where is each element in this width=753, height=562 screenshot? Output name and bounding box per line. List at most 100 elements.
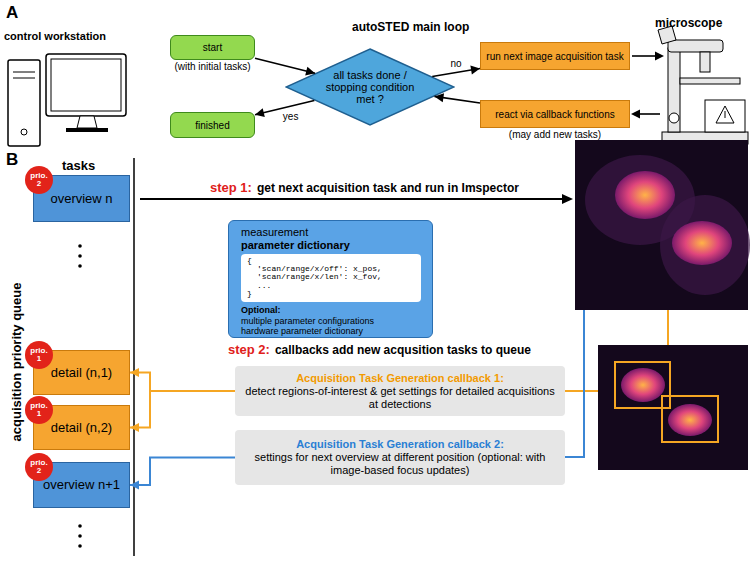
node-text: ... bbox=[247, 282, 415, 290]
step-text: get next acquisition task and run in Ims… bbox=[257, 181, 519, 195]
node-text: react via callback functions bbox=[491, 109, 619, 120]
arm bbox=[668, 40, 723, 52]
node-text: (with initial tasks) bbox=[174, 61, 250, 72]
node-text: multiple parameter configurations bbox=[241, 316, 374, 326]
node-text: Optional: bbox=[241, 305, 281, 315]
task-box: detail (n,2)prio. 1 bbox=[33, 405, 130, 450]
task-box: detail (n,1)prio. 1 bbox=[33, 350, 130, 395]
monitor bbox=[46, 54, 126, 116]
section-heading: microscope bbox=[655, 16, 722, 30]
node-text: { bbox=[247, 257, 415, 265]
task-box: overview n+1prio. 2 bbox=[33, 462, 130, 508]
node-text: all tasks done / stopping condition met … bbox=[320, 69, 420, 105]
node-text: settings for next overview at different … bbox=[235, 451, 565, 477]
node-text: } bbox=[247, 290, 415, 298]
node-text: run next image acquisition task bbox=[482, 51, 627, 62]
pillar bbox=[668, 48, 680, 132]
step-text: callbacks add new acqusition tasks to qu… bbox=[275, 343, 531, 357]
node-text: overview n bbox=[50, 192, 112, 206]
priority-badge: prio. 2 bbox=[25, 166, 53, 194]
node-text: finished bbox=[191, 120, 233, 131]
arrow-line bbox=[140, 198, 563, 200]
connector-line bbox=[434, 96, 480, 103]
callback-box: Acquisition Task Generation callback 1:d… bbox=[235, 366, 565, 416]
detection-image bbox=[598, 345, 748, 470]
arrow-head bbox=[130, 481, 139, 490]
arrow-head bbox=[562, 194, 573, 204]
focus-knob bbox=[669, 113, 679, 123]
node-text: hardware parameter dictionary bbox=[241, 326, 363, 336]
node-text: measurement bbox=[241, 226, 308, 238]
arrow-head bbox=[434, 93, 444, 102]
screen bbox=[51, 59, 121, 111]
connector bbox=[434, 93, 480, 103]
arrow-head bbox=[130, 368, 139, 377]
dot bbox=[78, 544, 82, 548]
node-text: detail (n,1) bbox=[51, 366, 112, 380]
connector-line bbox=[667, 310, 669, 345]
connector-line bbox=[130, 458, 235, 486]
connector-line bbox=[255, 58, 315, 73]
node-text: Acquisition Task Generation callback 2: bbox=[296, 438, 504, 451]
node-text: Acquisition Task Generation callback 1: bbox=[296, 372, 504, 385]
connector bbox=[130, 391, 235, 432]
image-connectors bbox=[565, 310, 668, 457]
connector bbox=[255, 58, 315, 75]
code-box: {'scan/range/x/off': x_pos,'scan/range/x… bbox=[241, 254, 421, 302]
panel-letter: B bbox=[6, 150, 18, 170]
node-text: prio. 2 bbox=[29, 172, 49, 188]
queue-separator bbox=[133, 158, 135, 556]
arrow-line bbox=[632, 55, 656, 57]
node-text: prio. 1 bbox=[29, 402, 49, 418]
node-text: (may add new tasks) bbox=[509, 129, 601, 140]
priority-badge: prio. 2 bbox=[25, 453, 53, 481]
dot bbox=[78, 244, 82, 248]
monitor-base bbox=[66, 128, 108, 132]
connector-line bbox=[130, 373, 235, 392]
tower bbox=[8, 60, 40, 146]
arrow-head bbox=[130, 423, 139, 432]
node-text: detail (n,2) bbox=[51, 421, 112, 435]
text-row: step 1:get next acquisition task and run… bbox=[210, 180, 519, 195]
cell bbox=[660, 195, 750, 295]
start-box: start(with initial tasks) bbox=[170, 35, 255, 60]
connector bbox=[130, 368, 235, 391]
connector-line bbox=[130, 391, 235, 428]
monitor-stand bbox=[77, 116, 97, 128]
dot bbox=[78, 264, 82, 268]
objective bbox=[700, 52, 710, 72]
step-number: step 2: bbox=[228, 342, 270, 357]
node-text: parameter dictionary bbox=[241, 239, 350, 251]
nucleus bbox=[615, 171, 675, 219]
node-text: start bbox=[199, 42, 226, 53]
dot bbox=[78, 534, 82, 538]
connector-line bbox=[565, 310, 584, 457]
drive-slot bbox=[13, 78, 35, 79]
arrow-head bbox=[305, 67, 315, 76]
connector bbox=[130, 458, 235, 490]
arrow-head bbox=[470, 66, 480, 75]
task-box: overview nprio. 2 bbox=[33, 175, 130, 222]
diamond-outline bbox=[286, 49, 454, 125]
node-text: overview n+1 bbox=[43, 478, 120, 492]
edge-label: yes bbox=[283, 110, 299, 121]
dot bbox=[78, 524, 82, 528]
microscope-icon bbox=[658, 26, 748, 144]
priority-badge: prio. 1 bbox=[25, 341, 53, 369]
decision-diamond: all tasks done / stopping condition met … bbox=[285, 48, 455, 126]
section-heading: control workstation bbox=[4, 30, 106, 42]
computer-icon bbox=[8, 54, 126, 146]
node-text: prio. 2 bbox=[29, 459, 49, 475]
warning-triangle bbox=[716, 106, 734, 123]
axis-label: acquisition priority queue bbox=[9, 283, 24, 442]
power-button bbox=[21, 129, 27, 135]
connector-line bbox=[565, 390, 598, 392]
node-text: detect regions-of-interest & get setting… bbox=[235, 385, 565, 411]
arrow-head bbox=[655, 52, 664, 61]
text-row: step 2: callbacks add new acqusition task… bbox=[228, 342, 531, 357]
drive-slot bbox=[13, 72, 35, 73]
arrow-head bbox=[631, 110, 640, 119]
node-text: 'scan/range/x/len': x_fov, bbox=[247, 273, 415, 281]
